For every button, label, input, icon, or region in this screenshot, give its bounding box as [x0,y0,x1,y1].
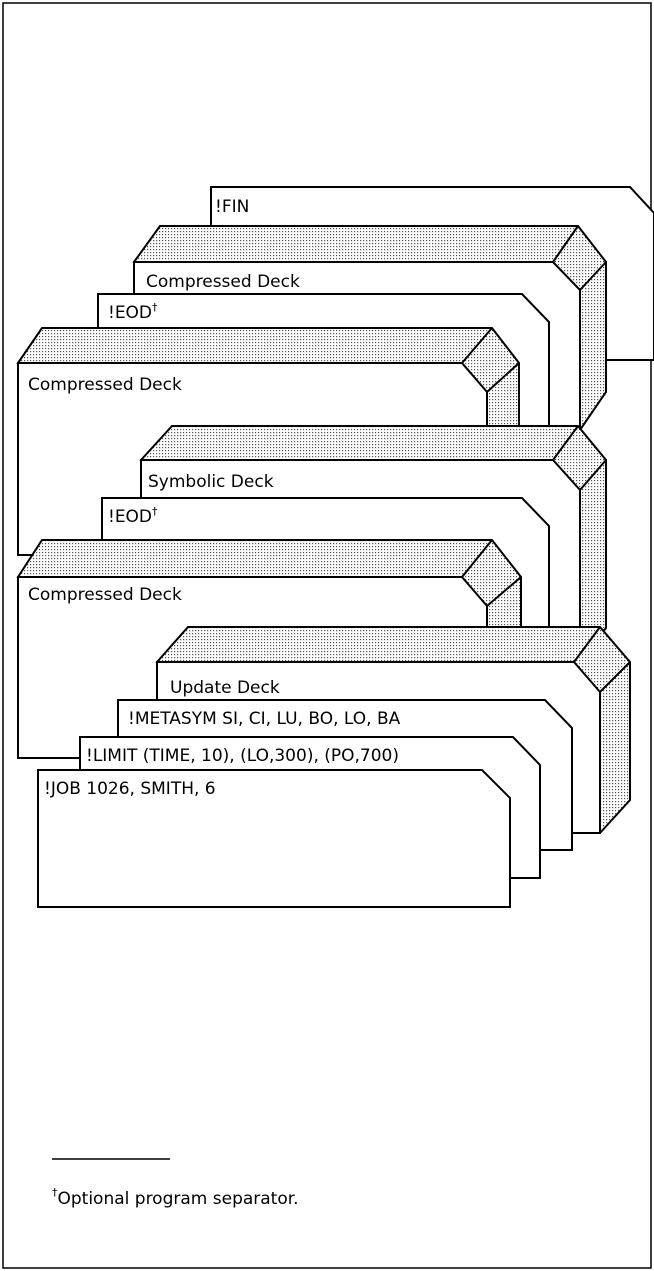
svg-text:!EOD†: !EOD† [108,301,158,323]
card-compressed-deck-low-label: Compressed Deck [28,585,182,605]
card-eod-mid-label: !EOD [108,507,152,527]
card-compressed-deck-mid-label: Compressed Deck [28,375,182,395]
card-update-deck-label: Update Deck [170,678,280,698]
dagger-mark: † [152,301,158,314]
dagger-mark: † [152,505,158,518]
card-eod-top-label: !EOD [108,303,152,323]
card-job-label: !JOB 1026, SMITH, 6 [44,779,216,799]
card-job: !JOB 1026, SMITH, 6 [38,770,510,907]
footnote-text: Optional program separator. [58,1189,299,1209]
card-limit-label: !LIMIT (TIME, 10), (LO,300), (PO,700) [86,746,399,766]
card-symbolic-deck-label: Symbolic Deck [148,472,274,492]
card-compressed-deck-top-label: Compressed Deck [146,272,300,292]
svg-text:†Optional program separator.: †Optional program separator. [52,1186,299,1209]
card-fin-label: !FIN [215,197,249,217]
svg-text:!EOD†: !EOD† [108,505,158,527]
card-metasym-label: !METASYM SI, CI, LU, BO, LO, BA [128,709,401,729]
